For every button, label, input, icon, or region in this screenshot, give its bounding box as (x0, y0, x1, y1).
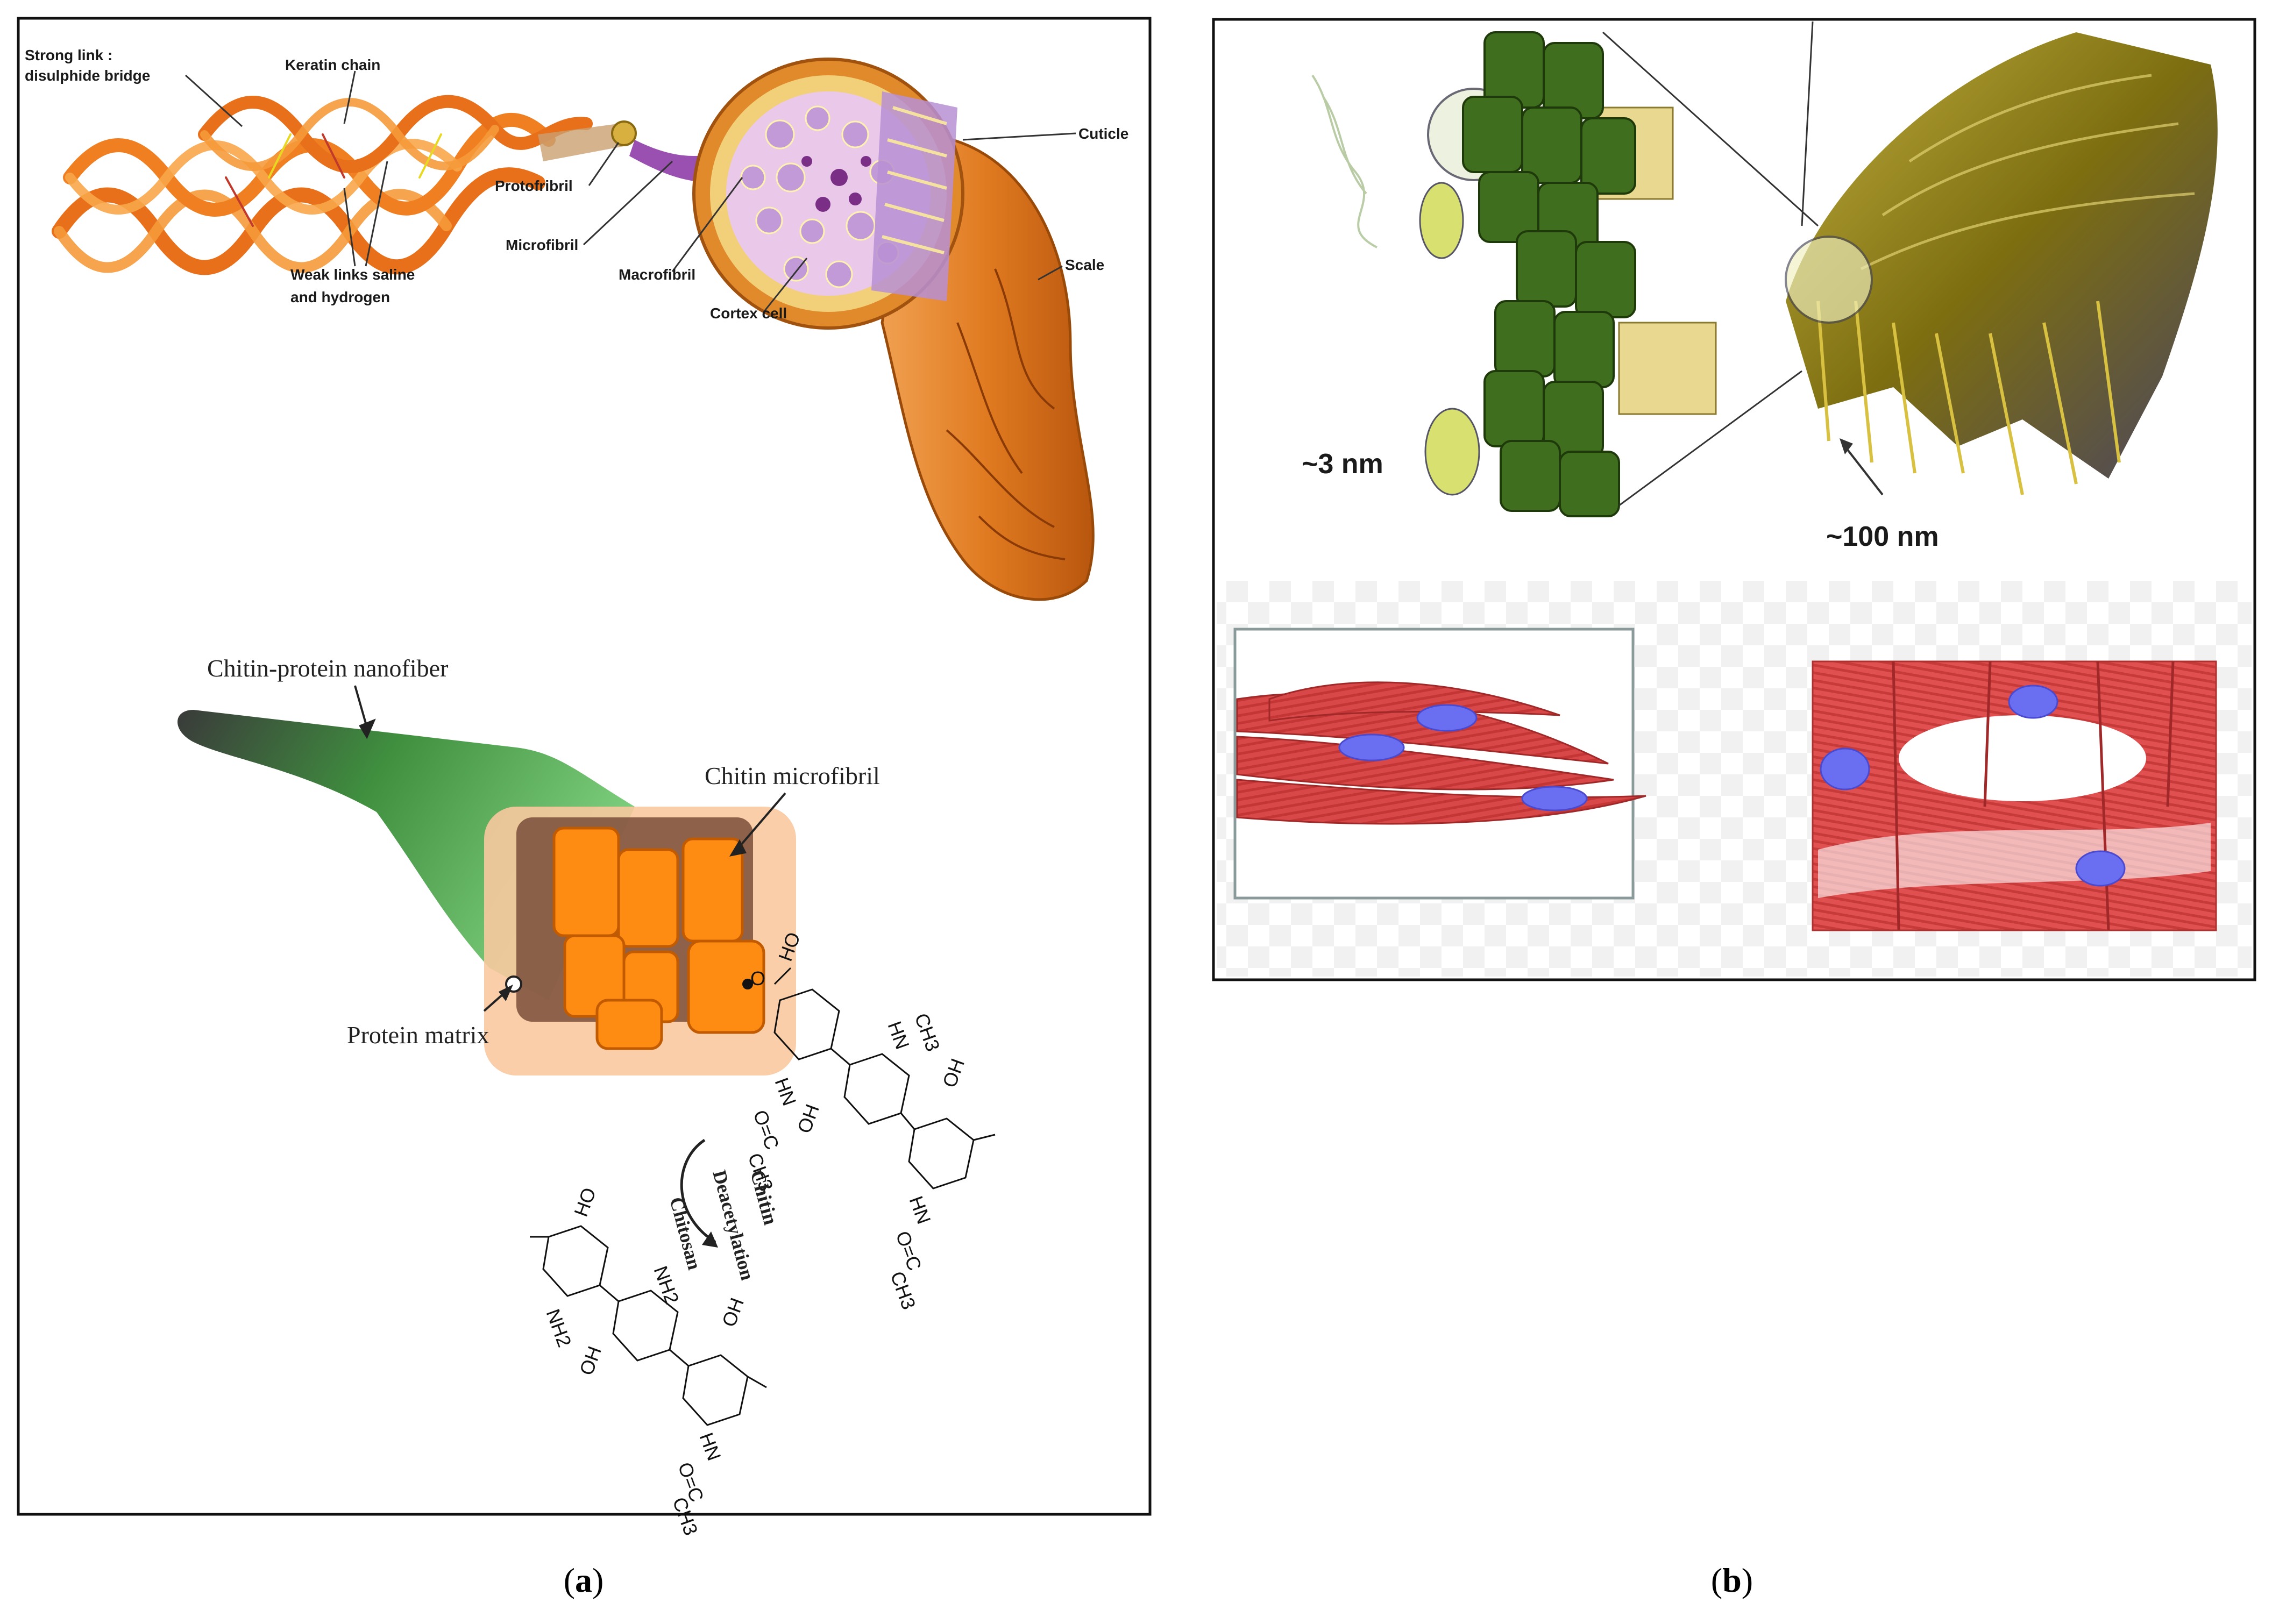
protein-matrix-label: Protein matrix (347, 1021, 489, 1049)
caption-b: (b) (1711, 1561, 1753, 1599)
nucleus (1338, 733, 1405, 761)
chitin-formula (773, 967, 996, 1189)
nucleus (2075, 850, 2126, 887)
macrofibril-label: Macrofibril (619, 266, 695, 283)
nucleus (1416, 704, 1478, 732)
fibril-bundle-top (1419, 31, 1674, 259)
captions: (a) (b) (564, 1561, 1753, 1599)
cuticle-label: Cuticle (1078, 125, 1128, 142)
microfibril-label: Microfibril (506, 237, 578, 253)
chitin-microfibril-label: Chitin microfibril (705, 762, 880, 789)
chitosan-formula (530, 1225, 767, 1426)
weak-links-label: Weak links saline (290, 266, 415, 283)
collagen-fiber (1785, 32, 2218, 496)
hair-labels: Strong link : disulphide bridge Keratin … (25, 47, 1128, 322)
cardiac-muscle-panel (1812, 660, 2217, 931)
chitin-ring-o-label: O (750, 967, 765, 989)
nucleus (1820, 747, 1870, 790)
strong-link-label: Strong link : (25, 47, 112, 63)
hair-shaft (692, 58, 1095, 601)
collagen-fibrils (1311, 21, 1819, 517)
protofibril-label: Protofribril (495, 177, 573, 194)
panel-b: ~3 nm ~100 nm (1212, 18, 2256, 981)
scale-label: Scale (1065, 257, 1104, 273)
fibril-bundle-bottom (1424, 230, 1717, 517)
hair-leaders (184, 70, 1076, 312)
nanofiber-annotations (354, 685, 786, 1012)
nanofiber-label: Chitin-protein nanofiber (207, 654, 448, 682)
smooth-muscle-panel (1233, 628, 1646, 900)
chitin-nanofiber (178, 710, 796, 1075)
keratin-chain-label: Keratin chain (285, 56, 380, 73)
nanofiber-labels: Chitin-protein nanofiber Chitin microfib… (207, 654, 880, 1049)
scale-small-label: ~3 nm (1302, 448, 1383, 480)
scale-labels: ~3 nm ~100 nm (1302, 448, 1939, 552)
hydrogen-label: and hydrogen (290, 289, 390, 305)
disulphide-bridge-label: disulphide bridge (25, 67, 150, 84)
nucleus (1521, 786, 1588, 811)
caption-a: (a) (564, 1561, 604, 1599)
nucleus (2008, 685, 2058, 719)
cortex-cell-label: Cortex cell (710, 305, 787, 322)
panel-a: Strong link : disulphide bridge Keratin … (17, 17, 1152, 1538)
chitin-microfibril-blocks (552, 827, 765, 1050)
scale-large-label: ~100 nm (1826, 521, 1939, 552)
